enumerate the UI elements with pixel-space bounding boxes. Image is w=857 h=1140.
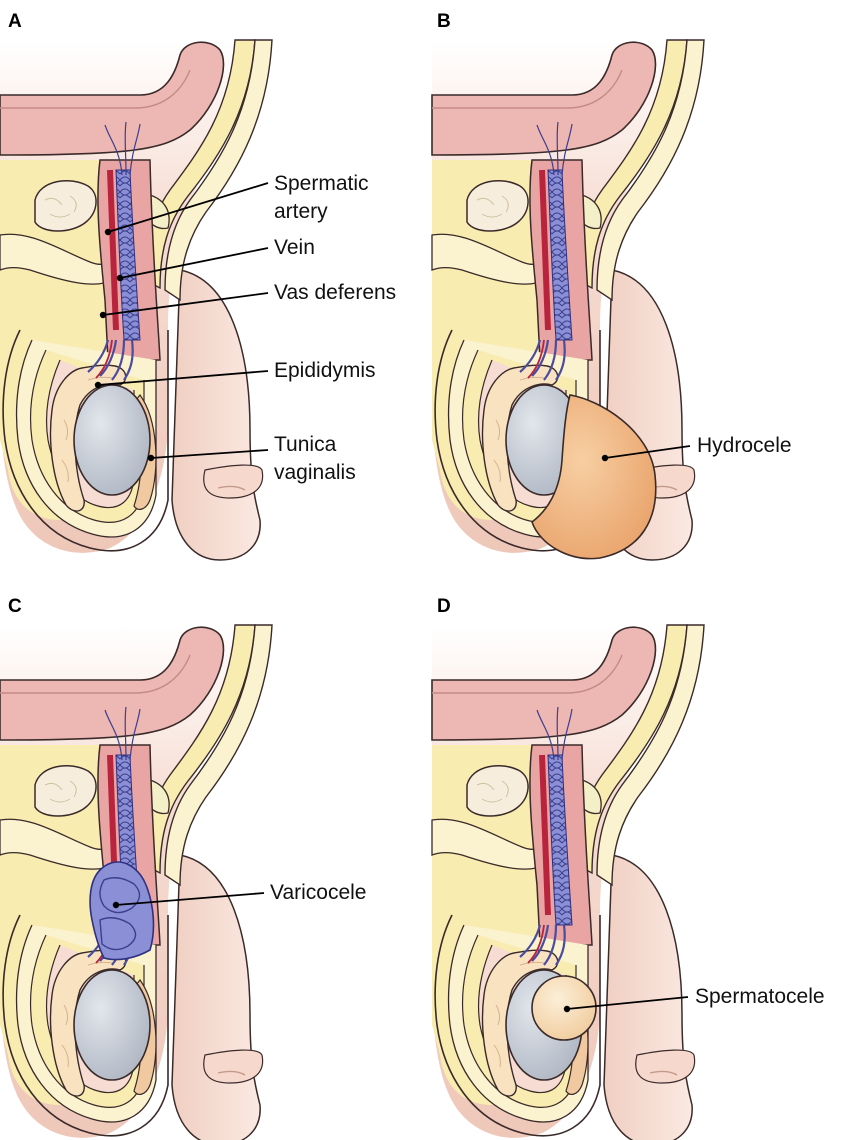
- epididymis-label: Epididymis: [274, 359, 376, 382]
- hydrocele-label: Hydrocele: [697, 434, 792, 457]
- epididymis-dot: [95, 382, 101, 388]
- spermatic-artery-dot: [105, 229, 111, 235]
- spermatocele-dot: [564, 1006, 570, 1012]
- vein-label: Vein: [274, 236, 315, 259]
- panel-d: D Spermatocele: [432, 596, 825, 1140]
- panel-c: C Varicocele: [0, 596, 367, 1140]
- panel-a: A Spermatic artery Vein Vas deferens Epi…: [0, 11, 396, 560]
- panel-b: B Hydrocele: [432, 11, 792, 560]
- vas-deferens-label: Vas deferens: [274, 281, 396, 304]
- vein-dot: [117, 275, 123, 281]
- tunica-vaginalis-label-line2: vaginalis: [274, 461, 356, 484]
- panel-c-letter: C: [8, 596, 22, 617]
- spermatocele-label: Spermatocele: [695, 985, 825, 1008]
- varicocele-label: Varicocele: [270, 881, 367, 904]
- panel-a-letter: A: [8, 11, 22, 32]
- spermatic-artery-label-line2: artery: [274, 200, 328, 223]
- panel-d-letter: D: [437, 596, 451, 617]
- varicocele-dot: [113, 902, 119, 908]
- spermatic-artery-label-line1: Spermatic: [274, 172, 369, 195]
- hydrocele-dot: [602, 455, 608, 461]
- panel-d-anatomy: [432, 625, 704, 1140]
- panel-a-anatomy: [0, 40, 272, 560]
- vas-deferens-dot: [100, 312, 106, 318]
- panel-b-letter: B: [437, 11, 451, 32]
- tunica-vaginalis-label-line1: Tunica: [274, 433, 337, 456]
- tunica-vaginalis-dot: [148, 455, 154, 461]
